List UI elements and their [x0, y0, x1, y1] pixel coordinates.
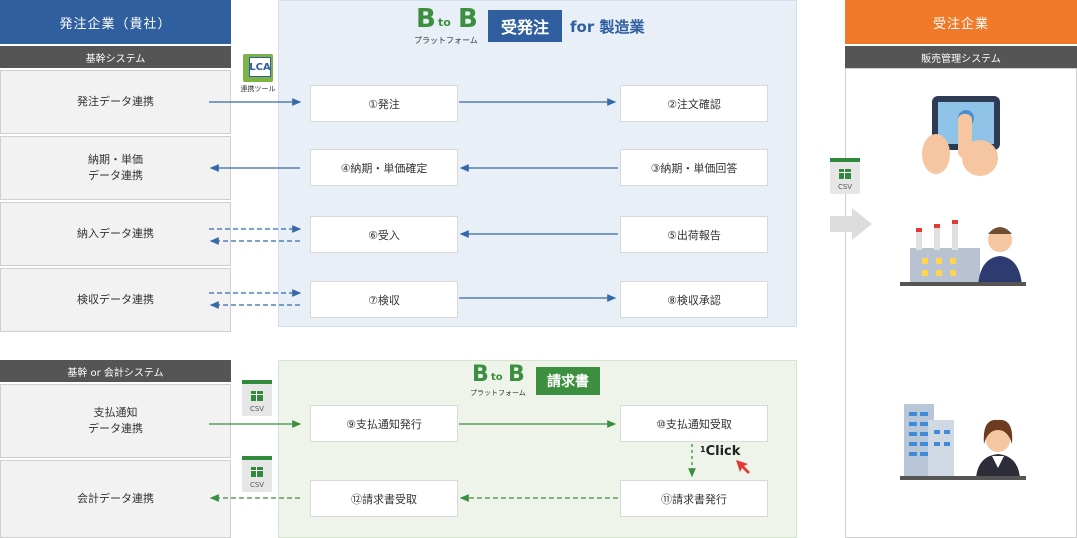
inspection-box: ⑦検収	[310, 281, 458, 318]
order-badge: 受発注	[488, 10, 562, 42]
client-company-header: 発注企業（貴社）	[0, 0, 231, 44]
invoice-issue-box: ⑪請求書発行	[620, 480, 768, 517]
core-system-label: 基幹システム	[0, 46, 231, 68]
manufacturing-label: for 製造業	[570, 17, 645, 36]
delivery-price-confirm-box: ④納期・単価確定	[310, 149, 458, 186]
csv-file-icon: CSV	[242, 456, 272, 492]
btob-order-logo: B to B プラットフォーム 受発注 for 製造業	[414, 4, 645, 45]
office-person-icon	[900, 404, 1026, 480]
delivery-price-answer-box: ③納期・単価回答	[620, 149, 768, 186]
vendor-company-header: 受注企業	[845, 0, 1077, 44]
inspection-approval-box: ⑧検収承認	[620, 281, 768, 318]
core-accounting-system-label: 基幹 or 会計システム	[0, 360, 231, 382]
cursor-arrow-icon	[736, 460, 750, 474]
order-data-link: 発注データ連携	[0, 70, 231, 134]
receipt-data-link: 納入データ連携	[0, 202, 231, 266]
shipping-report-box: ⑤出荷報告	[620, 216, 768, 253]
btob-invoice-logo: B to B プラットフォーム 請求書	[470, 362, 610, 399]
csv-file-icon: CSV	[242, 380, 272, 416]
one-click-label: 1 Click	[700, 444, 741, 459]
delivery-price-data-link: 納期・単価 データ連携	[0, 136, 231, 200]
invoice-receive-box: ⑫請求書受取	[310, 480, 458, 517]
tablet-touch-icon	[922, 96, 1000, 176]
payment-notice-data-link: 支払通知 データ連携	[0, 384, 231, 458]
csv-file-icon: CSV	[830, 158, 860, 194]
inspection-data-link: 検収データ連携	[0, 268, 231, 332]
factory-worker-icon	[900, 220, 1026, 286]
payment-notice-receive-box: ⑩支払通知受取	[620, 405, 768, 442]
accounting-data-link: 会計データ連携	[0, 460, 231, 538]
receipt-box: ⑥受入	[310, 216, 458, 253]
lca-tool-icon: LCA 連携ツール	[240, 54, 276, 94]
sales-mgmt-system-label: 販売管理システム	[845, 46, 1077, 68]
payment-notice-issue-box: ⑨支払通知発行	[310, 405, 458, 442]
order-confirm-box: ②注文確認	[620, 85, 768, 122]
big-right-arrow-icon	[830, 208, 872, 240]
invoice-badge: 請求書	[536, 367, 600, 395]
order-issue-box: ①発注	[310, 85, 458, 122]
